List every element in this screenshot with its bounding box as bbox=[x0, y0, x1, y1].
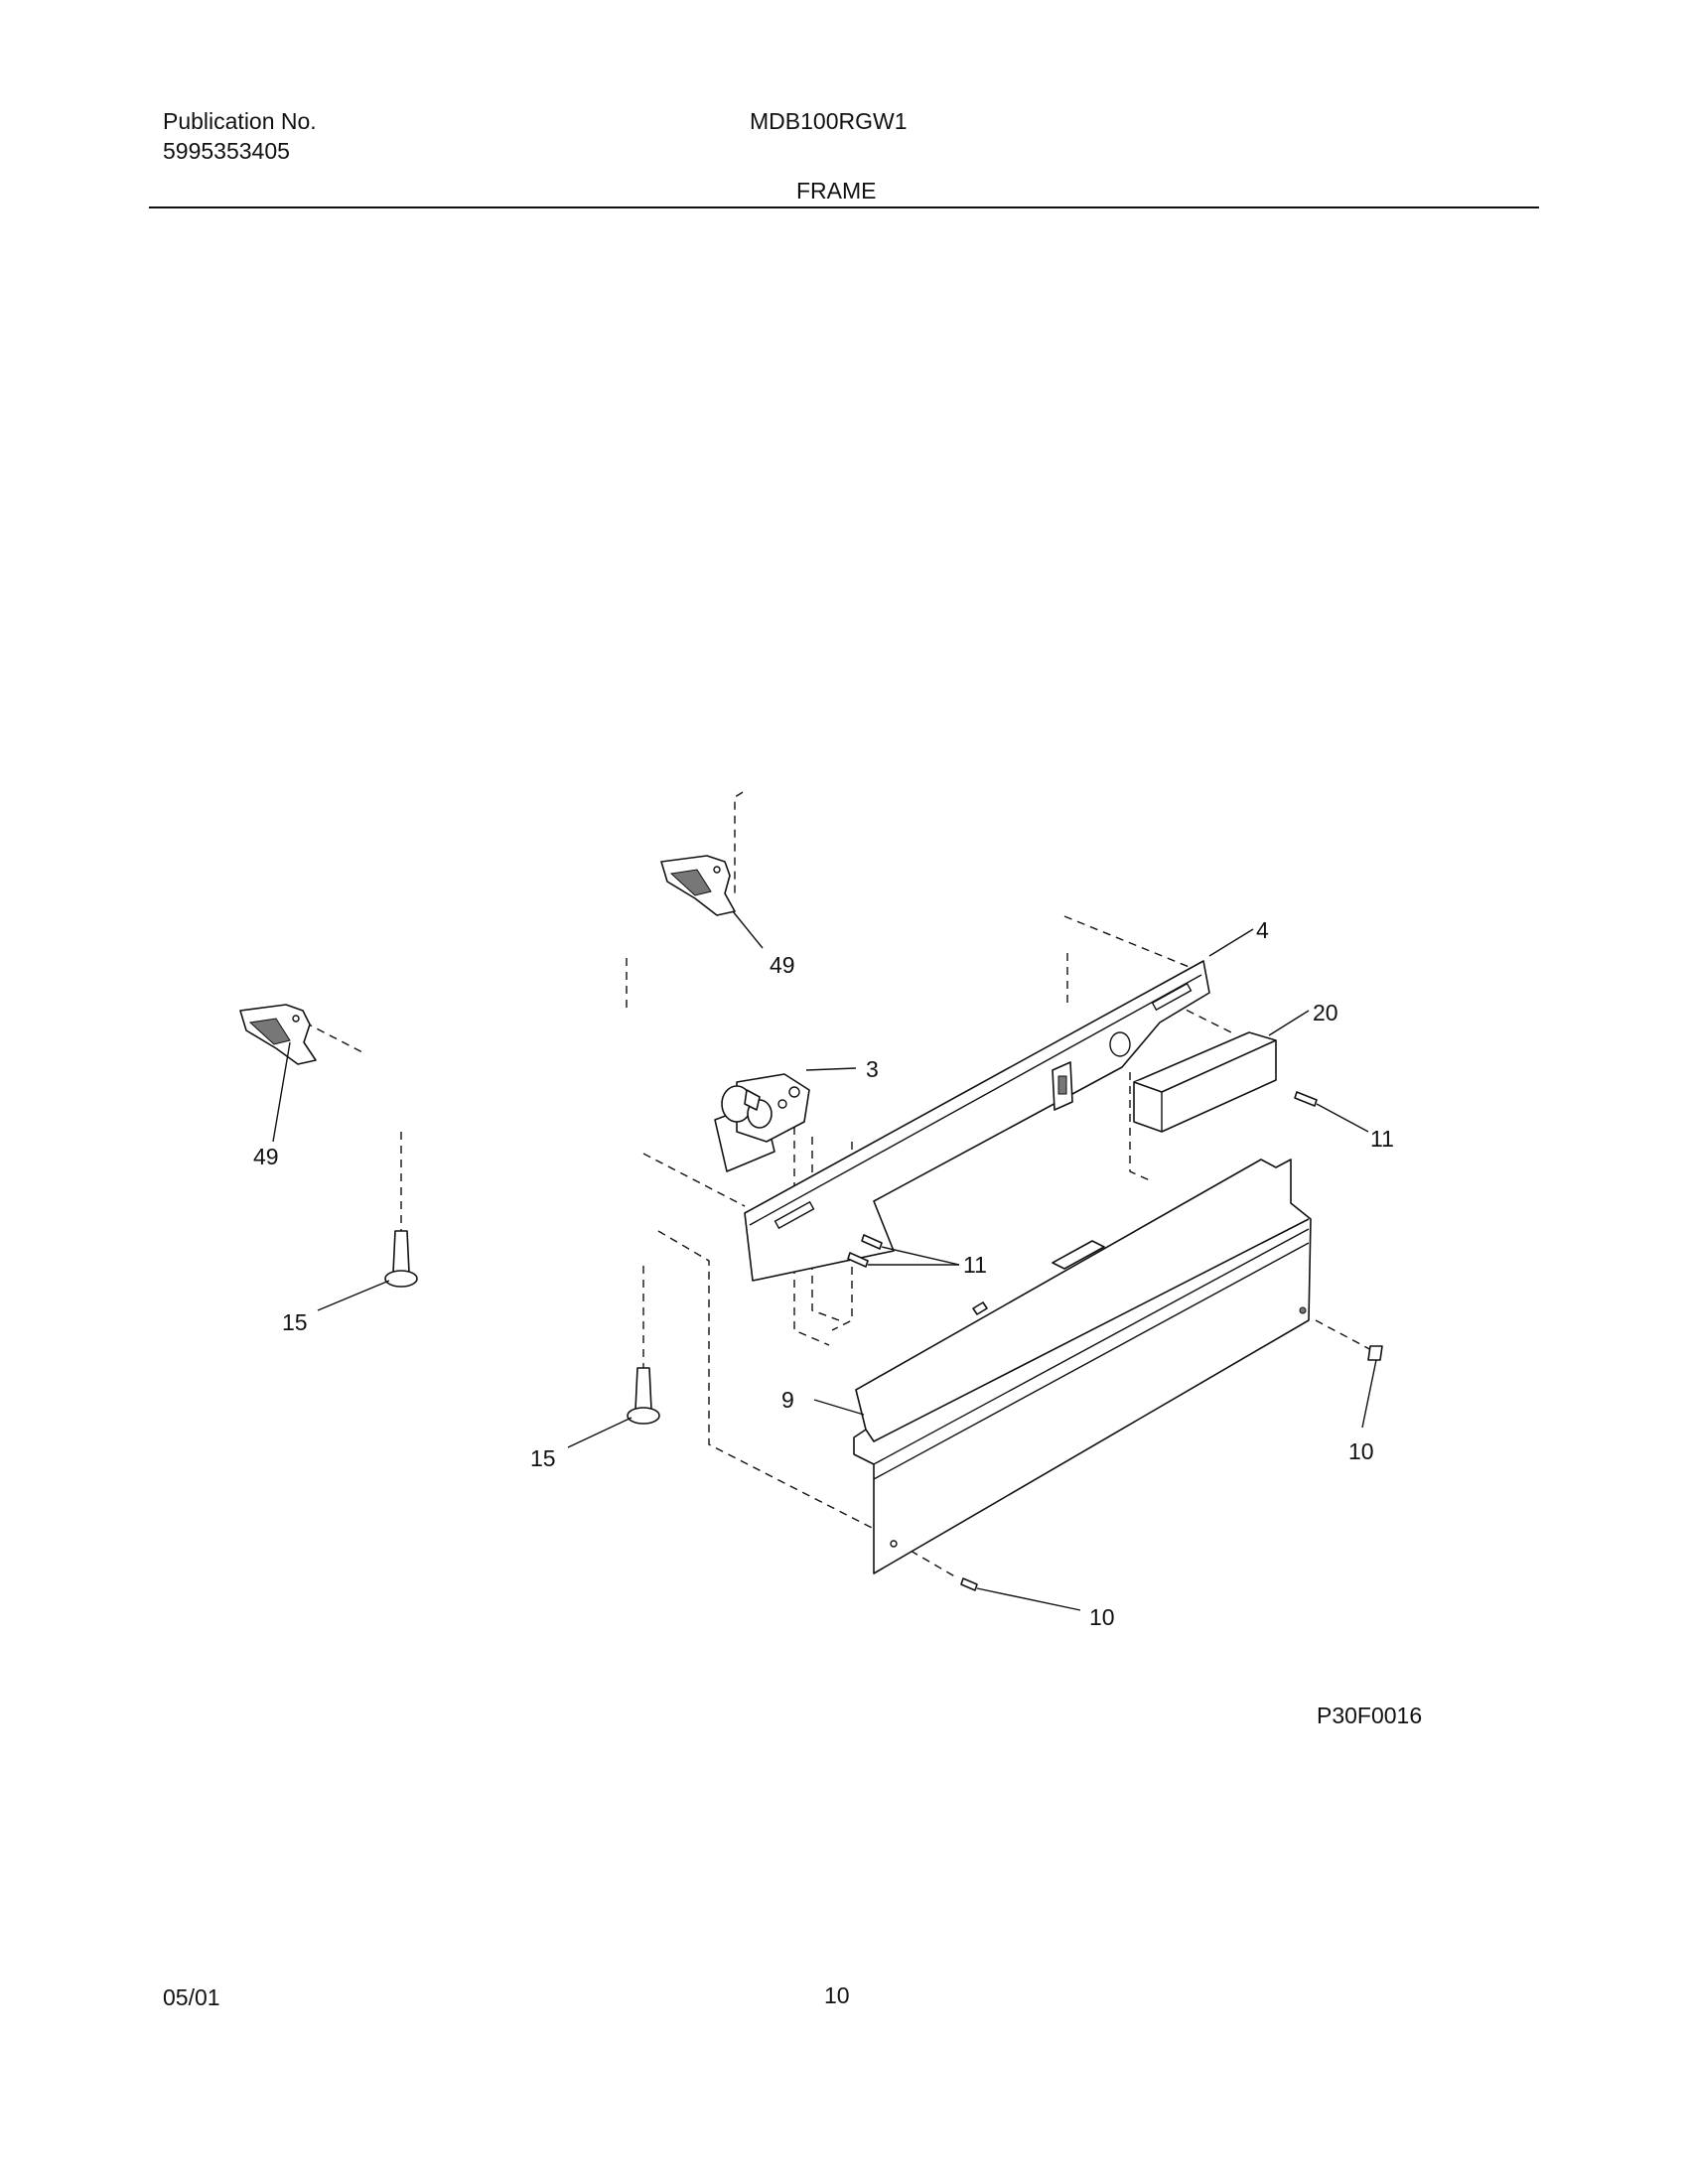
callout-11-right: 11 bbox=[1370, 1126, 1394, 1152]
figure-code: P30F0016 bbox=[1317, 1703, 1423, 1728]
callout-labels: 49 49 3 4 20 11 11 15 15 9 10 10 bbox=[253, 917, 1394, 1630]
leveling-leg-left bbox=[239, 1004, 317, 1143]
footer-date: 05/01 bbox=[163, 1984, 220, 2010]
callout-20: 20 bbox=[1313, 1000, 1338, 1025]
screw-10-right bbox=[1361, 1345, 1383, 1429]
callout-15-left: 15 bbox=[282, 1309, 308, 1335]
publication-number: 5995353405 bbox=[163, 138, 290, 164]
screws-11-center bbox=[847, 1234, 960, 1268]
page-number: 10 bbox=[824, 1982, 850, 2008]
water-valve bbox=[714, 1067, 857, 1172]
publication-label: Publication No. bbox=[163, 108, 317, 134]
callout-10-right: 10 bbox=[1348, 1438, 1374, 1464]
assembly-guide-lines bbox=[304, 791, 1376, 1579]
header-rule bbox=[149, 206, 1539, 208]
callout-10-bottom: 10 bbox=[1089, 1604, 1115, 1630]
callout-49-upper: 49 bbox=[770, 952, 795, 978]
frame-brace bbox=[744, 928, 1254, 1282]
callout-3: 3 bbox=[866, 1056, 879, 1082]
callout-4: 4 bbox=[1256, 917, 1269, 943]
leveling-leg-upper bbox=[660, 855, 764, 949]
screw-11-right bbox=[1294, 1091, 1369, 1133]
callout-15-middle: 15 bbox=[530, 1445, 556, 1471]
screw-10-bottom bbox=[960, 1577, 1081, 1611]
control-box bbox=[1133, 1010, 1310, 1133]
screw-15-middle bbox=[567, 1367, 660, 1448]
callout-49-left: 49 bbox=[253, 1144, 279, 1169]
screw-15-left bbox=[317, 1230, 418, 1311]
callout-11-center: 11 bbox=[963, 1252, 987, 1278]
toe-panel bbox=[813, 1159, 1312, 1574]
model-number: MDB100RGW1 bbox=[750, 108, 908, 134]
callout-9: 9 bbox=[781, 1387, 794, 1413]
section-title: FRAME bbox=[796, 178, 877, 204]
